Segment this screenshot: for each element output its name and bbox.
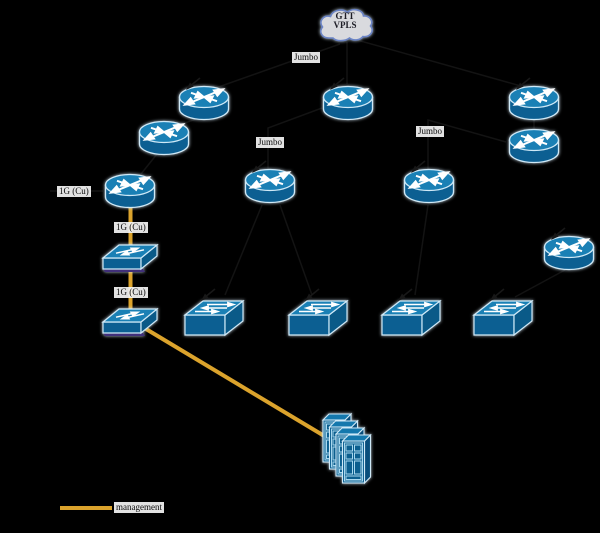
mgmt-link-switch-to-servers <box>144 327 338 445</box>
router-icon-6 <box>403 168 455 204</box>
router-icon-7 <box>508 85 560 121</box>
management-links <box>60 205 338 510</box>
edge-label-1g-cu-top: 1G (Cu) <box>114 222 148 233</box>
cloud-label: GTT VPLS <box>317 12 373 30</box>
workgroup-switch-icon-2 <box>288 300 348 336</box>
cloud-label-line2: VPLS <box>333 20 357 30</box>
router-icon-9 <box>543 235 595 271</box>
workgroup-switch-icon-4 <box>473 300 533 336</box>
router-icon-2 <box>138 120 190 156</box>
router-icon-5 <box>244 168 296 204</box>
legend-management-label: management <box>114 502 164 513</box>
router-icon-8 <box>508 128 560 164</box>
switch-icon-1 <box>102 244 158 273</box>
cloud-label-line1: GTT <box>335 11 355 21</box>
edge-label-jumbo-right: Jumbo <box>416 126 445 137</box>
edge-label-jumbo-top: Jumbo <box>292 52 321 63</box>
connector-arrow-tips <box>185 77 566 302</box>
router-icon-1 <box>178 85 230 121</box>
router-icon-4 <box>322 85 374 121</box>
workgroup-switch-icon-3 <box>381 300 441 336</box>
router-icon-3 <box>104 173 156 209</box>
edge-label-1g-cu-left: 1G (Cu) <box>57 186 91 197</box>
workgroup-switch-icon-1 <box>184 300 244 336</box>
edge-label-jumbo-mid: Jumbo <box>256 137 285 148</box>
edge-label-1g-cu-bottom: 1G (Cu) <box>114 287 148 298</box>
server-stack-icon <box>323 414 371 483</box>
